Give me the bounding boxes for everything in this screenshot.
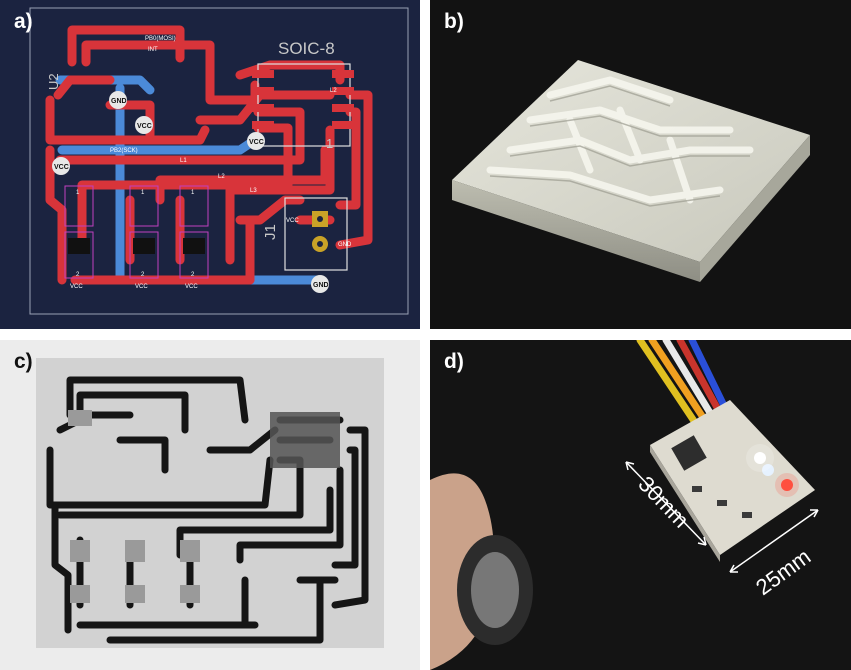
device-chip xyxy=(671,435,707,471)
silk-vcc-led2: VCC xyxy=(135,284,148,290)
block-front-face xyxy=(452,180,700,282)
silk-int: INT xyxy=(148,47,158,53)
dimension-arrows xyxy=(625,461,819,573)
silk-j1: J1 xyxy=(262,224,279,240)
panel-label-a: a) xyxy=(14,10,33,33)
silk-pad2-a: 2 xyxy=(76,272,80,278)
silk-gnd-j1: GND xyxy=(338,242,352,248)
dimension-width-label: 25mm xyxy=(751,544,815,600)
silk-vcc-j1: VCC xyxy=(286,218,299,224)
held-disc-rim xyxy=(471,552,519,628)
xray-image-panel: c) xyxy=(0,340,420,670)
silk-soic8: SOIC-8 xyxy=(278,39,335,58)
embossed-channels xyxy=(486,76,754,204)
panel-label-b: b) xyxy=(444,10,464,33)
silk-pad2-c: 2 xyxy=(191,272,195,278)
printed-block-illustration xyxy=(452,60,810,282)
panel-label-d: d) xyxy=(444,350,464,373)
silk-l2: L2 xyxy=(218,174,225,180)
silk-mosi: PB0(MOSI) xyxy=(145,36,176,42)
xray-drawing xyxy=(36,358,384,648)
silk-l2-chip: L2 xyxy=(330,88,337,94)
silk-u2: U2 xyxy=(46,73,61,90)
silk-pad1-a: 1 xyxy=(76,190,80,196)
block-side-face xyxy=(700,135,810,282)
printed-circuit-photo-panel: b) xyxy=(430,0,851,329)
xray-chip xyxy=(270,412,340,468)
panel-label-c: c) xyxy=(14,350,33,373)
device-illustration: 30mm 25mm xyxy=(430,340,819,670)
led-footprints xyxy=(64,185,209,279)
device-leds xyxy=(746,444,799,497)
connector-footprint xyxy=(284,197,348,271)
silk-sck: PB2(SCK) xyxy=(110,148,138,154)
silk-pin1: 1 xyxy=(326,136,333,151)
silk-pad1-c: 1 xyxy=(191,190,195,196)
connector-drill-2 xyxy=(317,241,323,247)
via-label-gnd-2: GND xyxy=(313,282,329,289)
via-label-vcc-2: VCC xyxy=(249,139,264,146)
silk-l1: L1 xyxy=(180,158,187,164)
silk-vcc-led3: VCC xyxy=(185,284,198,290)
connector-drill-1 xyxy=(317,216,323,222)
finished-device-photo-panel: d) xyxy=(430,340,851,670)
channel-shadows xyxy=(489,85,750,207)
silk-l3: L3 xyxy=(250,188,257,194)
pcb-layout-panel: a) xyxy=(0,0,420,329)
pcb-layout-drawing: GND VCC VCC VCC GND SOIC-8 J1 U2 1 PB0(M… xyxy=(29,7,409,315)
via-label-vcc-3: VCC xyxy=(54,164,69,171)
led-bodies xyxy=(68,238,205,254)
silk-pad1-b: 1 xyxy=(141,190,145,196)
xray-components xyxy=(68,410,200,603)
device-board-edge xyxy=(650,445,720,562)
board-outline xyxy=(29,7,409,315)
device-resistors xyxy=(692,486,752,518)
silk-vcc-led1: VCC xyxy=(70,284,83,290)
silk-pad2-b: 2 xyxy=(141,272,145,278)
via-label-gnd-1: GND xyxy=(111,98,127,105)
power-vias xyxy=(52,91,329,293)
via-label-vcc-1: VCC xyxy=(137,123,152,130)
soic8-pads xyxy=(252,70,354,129)
